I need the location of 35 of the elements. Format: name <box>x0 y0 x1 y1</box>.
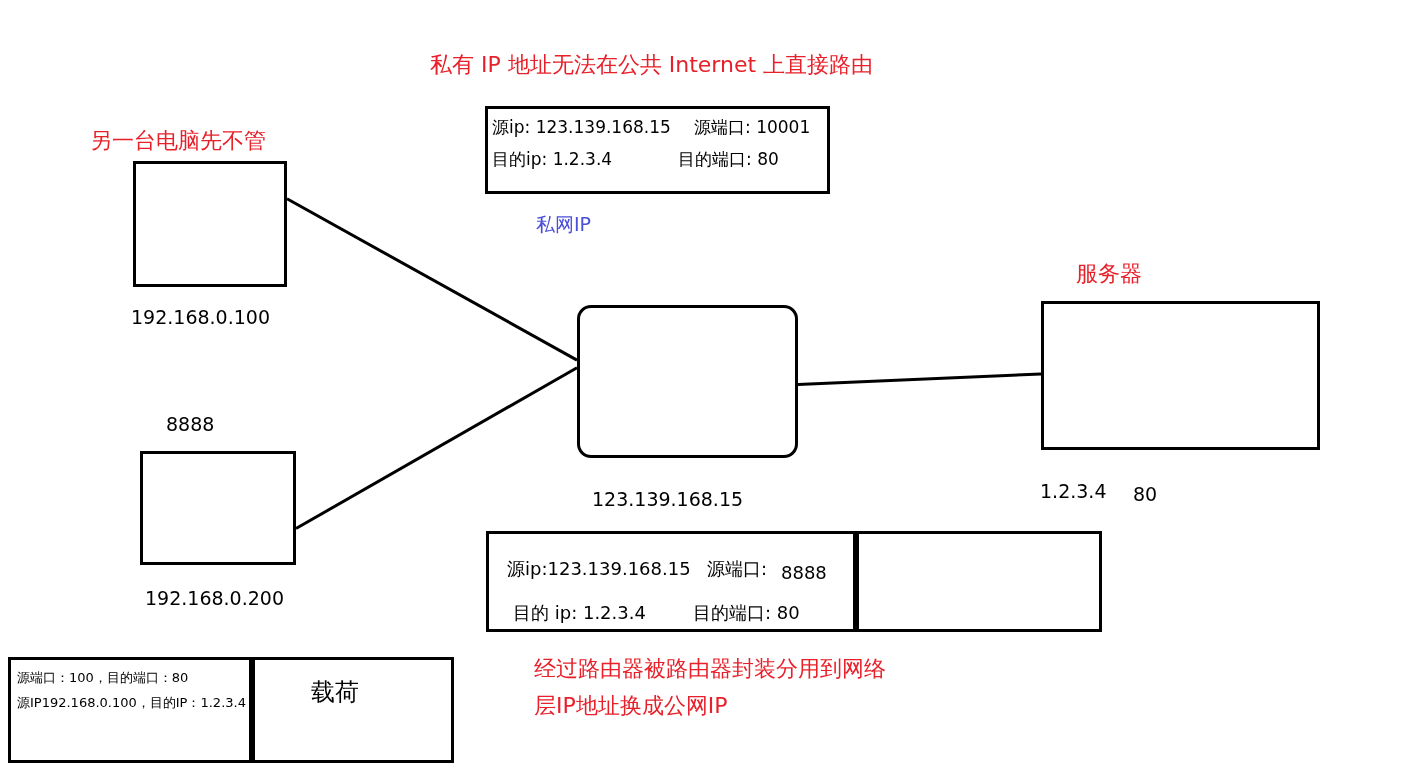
payload-box <box>252 657 454 763</box>
caption-text: 另一台电脑先不管 <box>90 128 266 155</box>
caption-text: 192.168.0.200 <box>145 587 284 610</box>
computer-box <box>133 161 287 287</box>
field-text: 目的 ip: 1.2.3.4 <box>513 602 646 624</box>
server-box <box>1041 301 1320 450</box>
field-text: 源端口: 10001 <box>694 117 811 138</box>
field-text: 源ip: 123.139.168.15 <box>492 117 671 138</box>
caption-text: 8888 <box>166 413 215 436</box>
field-text: 载荷 <box>311 678 359 707</box>
connector-line <box>797 372 1042 387</box>
router-box <box>577 305 798 458</box>
field-text: 源IP192.168.0.100，目的IP：1.2.3.4 <box>17 695 246 711</box>
field-text: 源ip:123.139.168.15 <box>507 558 691 580</box>
caption-text: 私网IP <box>536 213 592 236</box>
computer-box <box>140 451 296 565</box>
field-text: 目的端口: 80 <box>693 602 800 624</box>
field-text: 源端口：100，目的端口：80 <box>17 670 189 686</box>
caption-text: 80 <box>1133 483 1158 506</box>
field-text: 源端口: <box>707 558 768 580</box>
caption-text: 123.139.168.15 <box>592 488 744 511</box>
field-text: 目的ip: 1.2.3.4 <box>492 149 613 170</box>
note-text: 经过路由器被路由器封装分用到网络层IP地址换成公网IP <box>534 655 887 721</box>
field-text: 8888 <box>781 562 827 584</box>
field-text: 目的端口: 80 <box>678 149 779 170</box>
header-box <box>8 657 252 763</box>
title-text: 私有 IP 地址无法在公共 Internet 上直接路由 <box>430 52 874 79</box>
packet-box <box>486 531 856 632</box>
packet-cell <box>856 531 1102 632</box>
caption-text: 1.2.3.4 <box>1040 480 1107 503</box>
connector-line <box>286 197 578 362</box>
packet-box <box>485 106 830 194</box>
caption-text: 192.168.0.100 <box>131 306 270 329</box>
caption-text: 服务器 <box>1076 261 1142 288</box>
connector-line <box>295 366 578 530</box>
